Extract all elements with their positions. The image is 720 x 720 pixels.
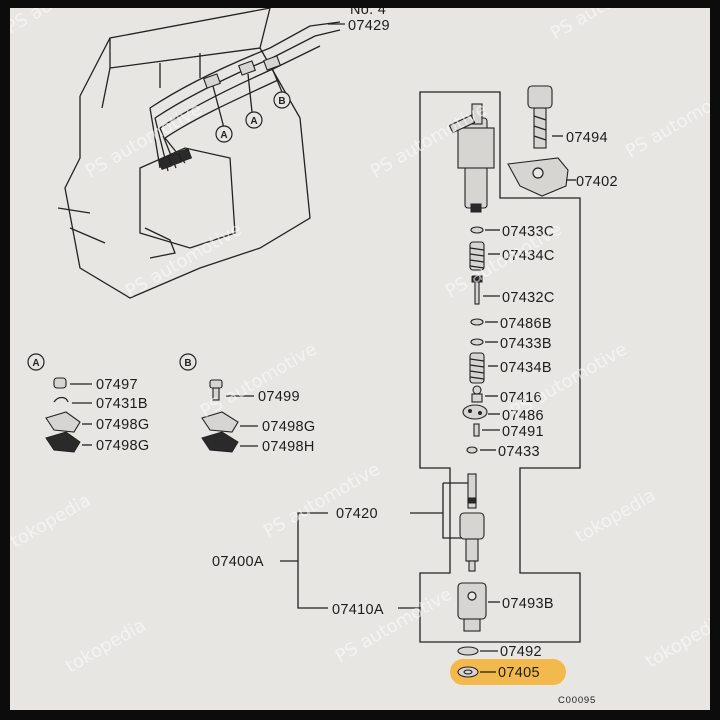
label-07433: 07433 <box>498 444 540 460</box>
label-07400a: 07400A <box>212 554 264 570</box>
clamp-07402 <box>507 157 569 197</box>
washer-07433b <box>470 338 484 346</box>
watermark-ps: PS automotive <box>82 99 206 183</box>
callout-b-label: B <box>278 96 285 107</box>
spring-07434b <box>469 352 485 384</box>
washer-07433 <box>466 446 478 454</box>
watermarks: PS automotive PS automotive PS automotiv… <box>10 8 710 677</box>
label-07433c: 07433C <box>502 224 555 240</box>
group-b: B 07499 07498G 07498H <box>179 353 315 455</box>
group-a-item: 07498G <box>96 417 149 433</box>
group-a-item: 07498G <box>96 438 149 454</box>
label-07432c: 07432C <box>502 290 555 306</box>
callout-a-label: A <box>250 116 257 127</box>
label-07405: 07405 <box>498 665 540 681</box>
watermark-ps: PS automotive <box>622 79 710 163</box>
label-07492: 07492 <box>500 644 542 660</box>
bolt-07494 <box>527 85 553 149</box>
callout-b: B <box>273 91 291 109</box>
top-note: No. 4 <box>350 8 386 18</box>
ref-code: C00095 <box>558 695 596 706</box>
engine-sketch <box>57 8 341 299</box>
label-07493b: 07493B <box>502 596 554 612</box>
seat-07416 <box>471 385 483 403</box>
group-a-item: 07497 <box>96 377 138 393</box>
watermark-toko: tokopedia <box>62 615 149 678</box>
diagram-frame: A A B No. 4 07429 07494 07402 07433C <box>10 8 710 710</box>
label-07410a: 07410A <box>332 602 384 618</box>
label-07433b: 07433B <box>500 336 552 352</box>
label-07434c: 07434C <box>502 248 555 264</box>
parts-diagram: A A B No. 4 07429 07494 07402 07433C <box>10 8 710 706</box>
callout-a-label: A <box>220 130 227 141</box>
label-07494: 07494 <box>566 130 608 146</box>
label-07429: 07429 <box>348 18 390 34</box>
shim-07486b <box>470 318 484 326</box>
watermark-toko: tokopedia <box>572 485 659 548</box>
highlight-07405 <box>450 659 566 685</box>
label-07486b: 07486B <box>500 316 552 332</box>
gasket-07492 <box>457 646 479 656</box>
group-b-marker: B <box>184 358 191 369</box>
needle-07420-a <box>467 473 477 509</box>
group-a-marker: A <box>32 358 39 369</box>
washer-07433c <box>470 226 484 234</box>
label-07420: 07420 <box>336 506 378 522</box>
group-a-item: 07431B <box>96 396 148 412</box>
label-07434b: 07434B <box>500 360 552 376</box>
group-a: A 07497 07431B 07498G 07498G <box>27 353 149 454</box>
group-b-item: 07498G <box>262 419 315 435</box>
watermark-toko: tokopedia <box>642 610 710 673</box>
spring-07434c <box>469 241 485 271</box>
spindle-07432c <box>471 275 483 305</box>
spacer-07486 <box>462 404 488 420</box>
watermark-ps: PS automotive <box>332 584 456 668</box>
watermark-toko: tokopedia <box>10 490 94 553</box>
watermark-ps: PS automotive <box>10 8 126 38</box>
pin-07491 <box>473 423 480 437</box>
watermark-ps: PS automotive <box>547 8 671 44</box>
injector-body <box>448 103 495 213</box>
callout-a-1: A <box>215 125 233 143</box>
watermark-ps: PS automotive <box>260 459 384 543</box>
label-07486: 07486 <box>502 408 544 424</box>
group-b-item: 07498H <box>262 439 315 455</box>
group-b-item: 07499 <box>258 389 300 405</box>
injector-group-bracket <box>419 91 581 643</box>
label-07402: 07402 <box>576 174 618 190</box>
nozzle-07420-b <box>459 512 485 572</box>
label-07491: 07491 <box>502 424 544 440</box>
callout-a-2: A <box>245 111 263 129</box>
label-07416: 07416 <box>500 390 542 406</box>
retaining-nut-07493b <box>457 582 487 632</box>
